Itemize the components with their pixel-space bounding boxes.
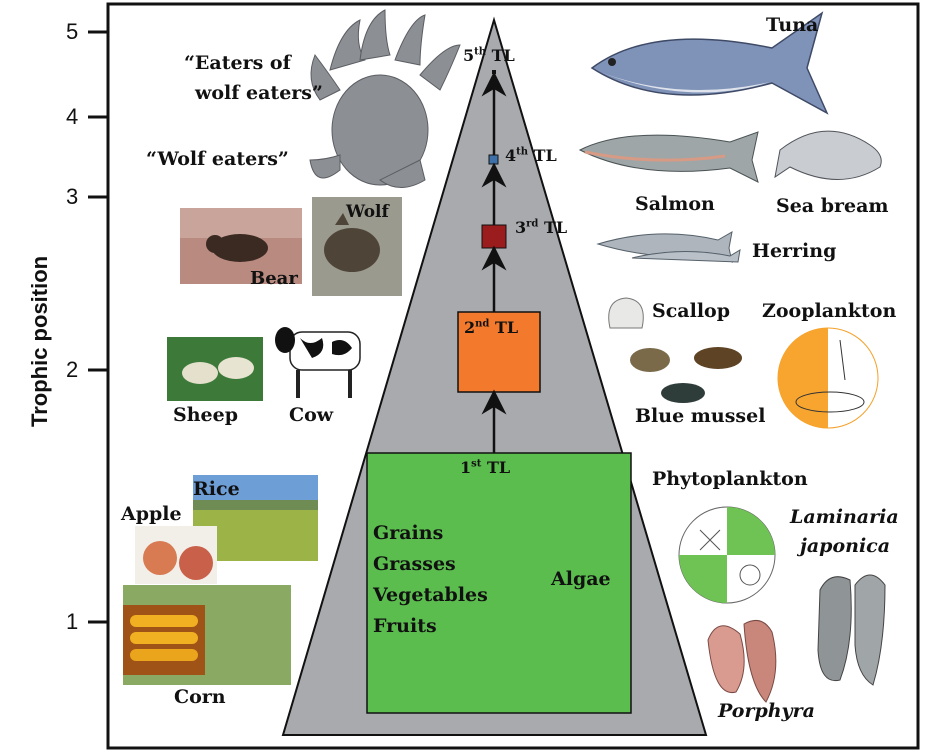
label-salmon: Salmon bbox=[635, 193, 715, 215]
cow-illustration bbox=[275, 327, 361, 398]
axis-ticks bbox=[88, 30, 108, 624]
label-apple: Apple bbox=[121, 503, 182, 525]
sea-bream-illustration bbox=[774, 130, 882, 180]
label-tuna: Tuna bbox=[766, 14, 819, 36]
bear-photo bbox=[180, 208, 302, 284]
tick-label-5: 5 bbox=[66, 19, 79, 44]
label-cow: Cow bbox=[289, 404, 334, 426]
tl1-label: 1st TL bbox=[460, 458, 511, 477]
blue-mussel-illustration bbox=[630, 347, 742, 403]
tl5-box bbox=[492, 70, 496, 74]
tl3-label: 3rd TL bbox=[515, 218, 568, 237]
tick-label-2: 2 bbox=[66, 357, 79, 382]
label-eaters-of-wolf-eaters-1: “Eaters of bbox=[184, 52, 291, 74]
zooplankton-illustration bbox=[777, 327, 879, 429]
herring-illustration bbox=[596, 231, 741, 263]
label-scallop: Scallop bbox=[652, 300, 730, 322]
phytoplankton-illustration bbox=[678, 506, 776, 604]
tl4-label: 4th TL bbox=[505, 146, 557, 165]
label-laminaria-1: Laminaria bbox=[790, 506, 899, 528]
label-laminaria-2: japonica bbox=[800, 535, 891, 557]
sheep-photo bbox=[167, 337, 263, 401]
tl3-box bbox=[481, 224, 507, 249]
porphyra-illustration bbox=[707, 619, 777, 703]
tick-label-4: 4 bbox=[66, 104, 79, 129]
producer-algae: Algae bbox=[551, 568, 611, 590]
apple-photo bbox=[135, 526, 217, 584]
label-eaters-of-wolf-eaters-2: wolf eaters” bbox=[195, 82, 323, 104]
label-blue-mussel: Blue mussel bbox=[635, 405, 766, 427]
producer-grasses: Grasses bbox=[373, 553, 456, 575]
tick-label-3: 3 bbox=[66, 184, 79, 209]
tl2-label: 2nd TL bbox=[464, 318, 519, 337]
label-corn: Corn bbox=[174, 686, 226, 708]
tl5-label: 5th TL bbox=[463, 46, 515, 65]
salmon-illustration bbox=[578, 131, 759, 183]
label-wolf-eaters: “Wolf eaters” bbox=[146, 148, 289, 170]
wolf-photo bbox=[312, 197, 402, 296]
y-axis-label: Trophic position bbox=[27, 255, 52, 427]
rice-photo bbox=[193, 475, 318, 561]
tl1-box bbox=[366, 452, 632, 714]
producer-fruits: Fruits bbox=[373, 615, 437, 637]
label-zooplankton: Zooplankton bbox=[762, 300, 897, 322]
hydra-illustration bbox=[309, 9, 461, 188]
label-rice: Rice bbox=[193, 478, 240, 500]
label-herring: Herring bbox=[752, 240, 837, 262]
tuna-illustration bbox=[590, 11, 829, 115]
laminaria-illustration bbox=[817, 574, 886, 686]
corn-photo bbox=[123, 585, 291, 685]
label-wolf: Wolf bbox=[346, 202, 389, 222]
label-sheep: Sheep bbox=[173, 404, 238, 426]
tick-label-1: 1 bbox=[66, 609, 79, 634]
producer-grains: Grains bbox=[373, 522, 444, 544]
label-sea-bream: Sea bream bbox=[776, 195, 889, 217]
label-porphyra: Porphyra bbox=[718, 700, 815, 722]
tl2-box bbox=[457, 311, 541, 393]
tl4-box bbox=[488, 154, 499, 165]
label-phytoplankton: Phytoplankton bbox=[652, 468, 808, 490]
producer-vegetables: Vegetables bbox=[373, 584, 488, 606]
scallop-illustration bbox=[608, 297, 644, 329]
label-bear: Bear bbox=[250, 268, 298, 289]
